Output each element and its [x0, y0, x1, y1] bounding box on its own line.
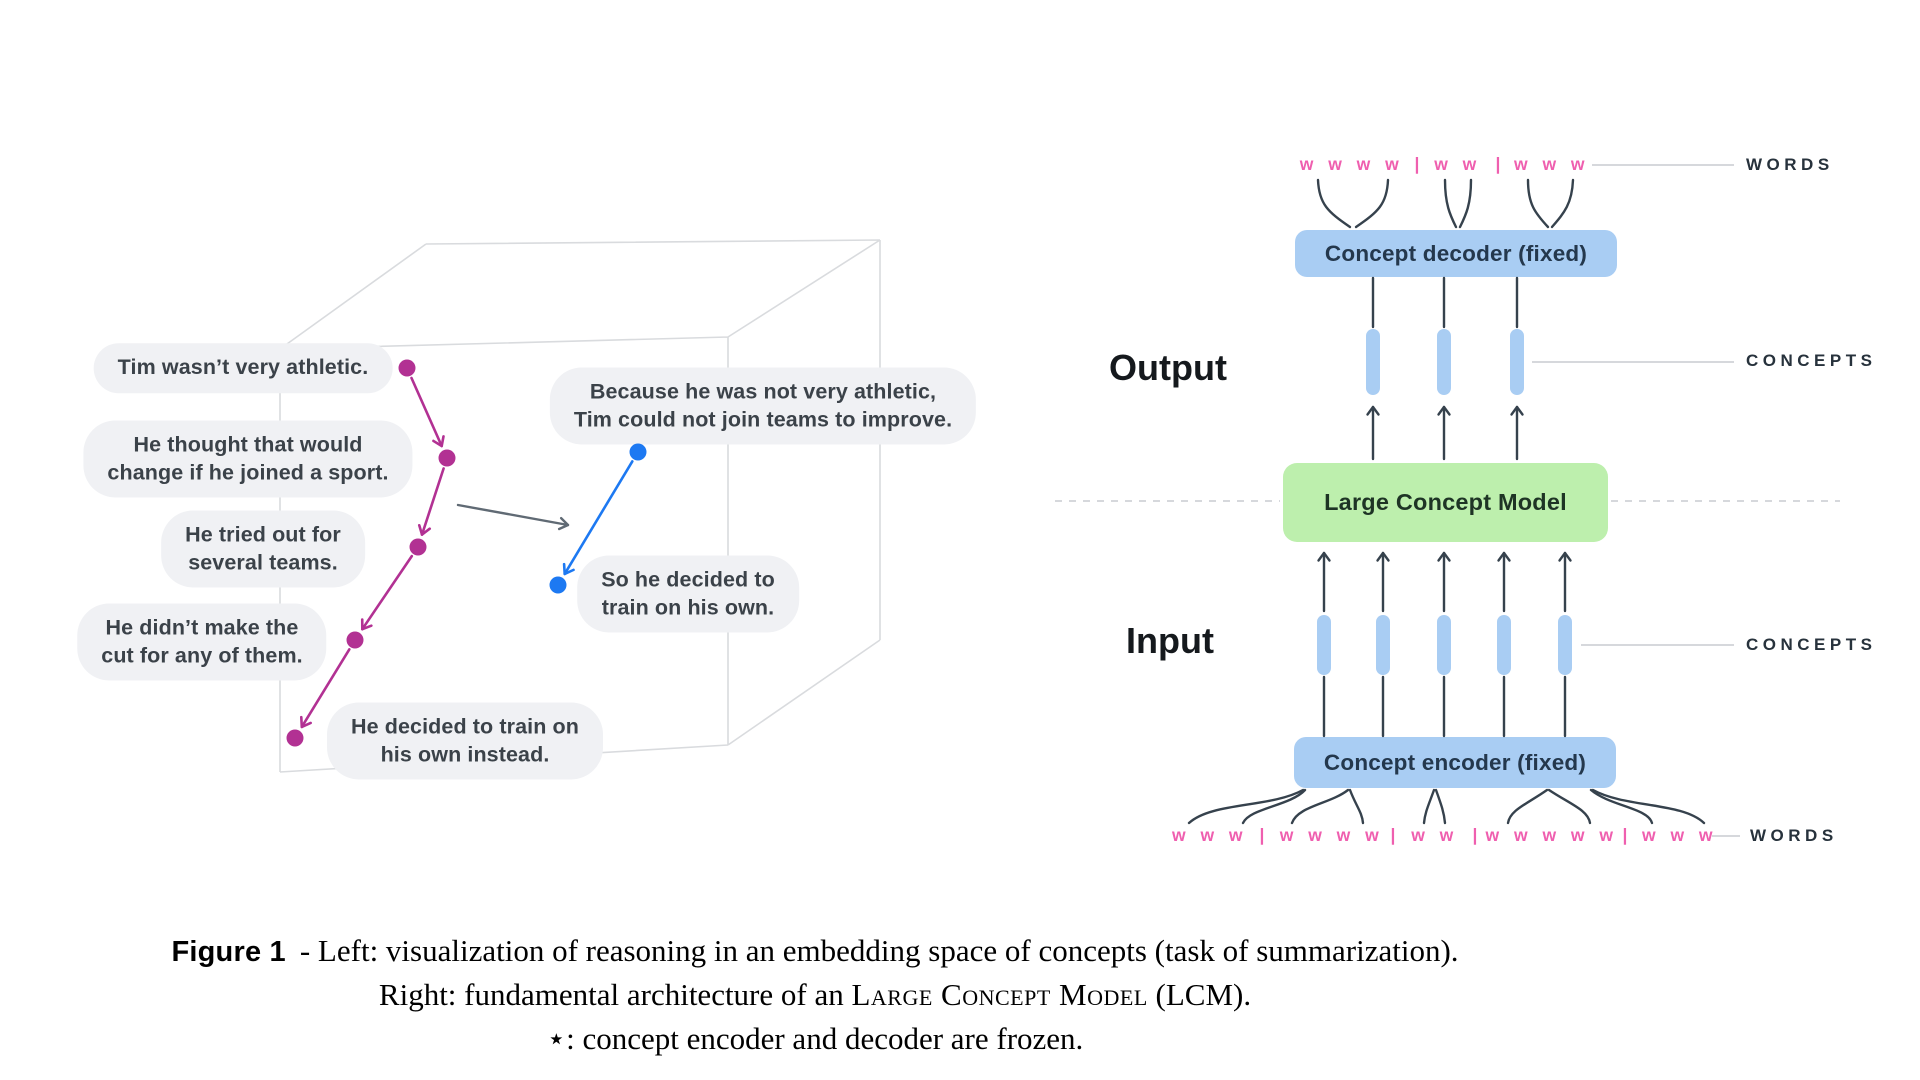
words-bottom-group-2: w w w w: [1279, 825, 1381, 845]
words-bottom-separator-3: |: [1472, 825, 1478, 845]
concept-bar: [1376, 615, 1390, 675]
decoder-output-lines: [1371, 276, 1519, 329]
concept-point: [549, 576, 567, 594]
concept-bar: [1497, 615, 1511, 675]
large-concept-model-box: Large Concept Model: [1283, 463, 1608, 542]
concept-point: [286, 729, 304, 747]
bubble-sentence-3: He tried out for several teams.: [161, 510, 365, 588]
output-section-label: Output: [1109, 347, 1227, 388]
concepts-label-output: CONCEPTS: [1746, 351, 1877, 370]
word-merge-brackets-top: [1316, 178, 1575, 229]
bubble-summary-2: So he decided to train on his own.: [577, 555, 799, 633]
caption-lcm-smallcaps: Large Concept Model: [851, 977, 1148, 1013]
caption-line-1: Figure 1 - Left: visualization of reasoni…: [70, 929, 1560, 973]
words-bottom-group-3: w w: [1411, 825, 1455, 845]
words-bottom-group-5: w w w: [1641, 825, 1715, 845]
words-top-group-2: w w: [1434, 154, 1478, 174]
concept-bar: [1437, 615, 1451, 675]
input-lcm-arrows: [1317, 551, 1572, 613]
bubble-sentence-2: He thought that would change if he joine…: [83, 420, 413, 498]
words-top-separator-1: |: [1414, 154, 1420, 174]
caption-line-2: Right: fundamental architecture of an La…: [70, 973, 1560, 1017]
concept-bar: [1558, 615, 1572, 675]
figure-caption: Figure 1 - Left: visualization of reasoni…: [70, 929, 1560, 1061]
concept-bar: [1437, 329, 1451, 395]
words-label-bottom: WORDS: [1750, 826, 1838, 845]
bubble-summary-1: Because he was not very athletic, Tim co…: [549, 367, 977, 445]
figure-number-label: Figure 1: [171, 936, 286, 968]
concept-point: [346, 631, 364, 649]
input-concept-bars: [1317, 615, 1572, 675]
concept-point: [398, 359, 416, 377]
words-bottom-group-4: w w w w w: [1485, 825, 1615, 845]
words-top-separator-2: |: [1495, 154, 1501, 174]
trajectory-arrow: [410, 376, 445, 448]
trajectory-arrow: [360, 554, 414, 631]
concept-point: [438, 449, 456, 467]
bubble-sentence-4: He didn’t make the cut for any of them.: [77, 603, 327, 681]
words-bottom-group-1: w w w: [1171, 825, 1245, 845]
concept-encoder-box: Concept encoder (fixed): [1294, 737, 1616, 788]
words-label-top: WORDS: [1746, 155, 1834, 174]
words-top-group-1: w w w w: [1299, 154, 1401, 174]
words-bottom-separator-1: |: [1259, 825, 1265, 845]
embedding-cube: [279, 239, 881, 773]
caption-line-3: ⋆: concept encoder and decoder are froze…: [546, 1021, 1084, 1057]
encoder-input-lines: [1322, 675, 1567, 738]
summarization-arrow: [456, 503, 570, 531]
concept-point: [629, 443, 647, 461]
concept-decoder-box: Concept decoder (fixed): [1295, 230, 1617, 277]
words-bottom-separator-4: |: [1622, 825, 1628, 845]
concept-bar: [1510, 329, 1524, 395]
trajectory-arrow: [417, 467, 445, 536]
bubble-sentence-5: He decided to train on his own instead.: [327, 702, 603, 780]
concept-bar: [1366, 329, 1380, 395]
bubble-sentence-1: Tim wasn’t very athletic.: [93, 343, 393, 393]
caption-left-text: - Left: visualization of reasoning in an…: [299, 933, 1459, 968]
input-section-label: Input: [1126, 620, 1214, 661]
caption-right-text: Right: fundamental architecture of an: [378, 977, 852, 1013]
words-bottom-separator-2: |: [1390, 825, 1396, 845]
concept-point: [409, 538, 427, 556]
words-top-group-3: w w w: [1513, 154, 1587, 174]
concepts-label-input: CONCEPTS: [1746, 635, 1877, 654]
output-concept-bars: [1366, 329, 1524, 395]
lcm-output-arrows: [1366, 405, 1524, 461]
word-fanout-brackets-bottom: [1187, 788, 1706, 825]
concept-bar: [1317, 615, 1331, 675]
caption-right-suffix: (LCM).: [1147, 977, 1252, 1013]
